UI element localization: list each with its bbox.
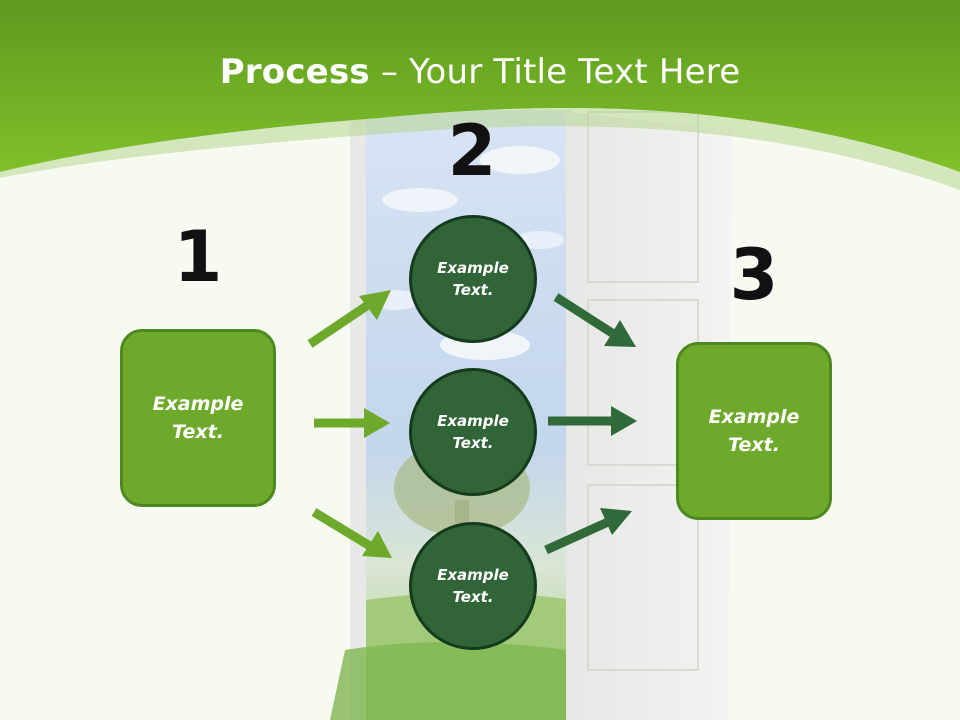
door-frame-left [350,110,370,720]
step-number-1: 1 [173,216,223,298]
circle-middle-line1: Example [437,411,509,430]
circle-middle[interactable]: Example Text. [409,368,537,496]
title-strong: Process [219,52,370,92]
header-band [0,0,960,172]
circle-bottom-line2: Text. [452,588,494,606]
title-rest: – Your Title Text Here [369,52,741,92]
step-3-box[interactable]: Example Text. [676,342,832,520]
step-number-3: 3 [729,234,779,316]
arrow-group-left [307,290,392,558]
header-swoosh [0,108,960,190]
step-1-line1: Example [152,392,244,415]
arrow-group-right [544,293,637,555]
door-panel [566,112,732,720]
step-number-2: 2 [447,110,497,192]
step-1-box[interactable]: Example Text. [120,329,276,507]
circle-bottom-line1: Example [437,565,509,584]
step-3-line2: Text. [728,434,780,456]
slide-title: Process – Your Title Text Here [0,52,960,92]
circle-top[interactable]: Example Text. [409,215,537,343]
circle-bottom[interactable]: Example Text. [409,522,537,650]
circle-middle-line2: Text. [452,434,494,452]
circle-top-line2: Text. [452,281,494,299]
step-1-line2: Text. [172,421,224,443]
circle-top-line1: Example [437,258,509,277]
step-3-line1: Example [708,405,800,428]
